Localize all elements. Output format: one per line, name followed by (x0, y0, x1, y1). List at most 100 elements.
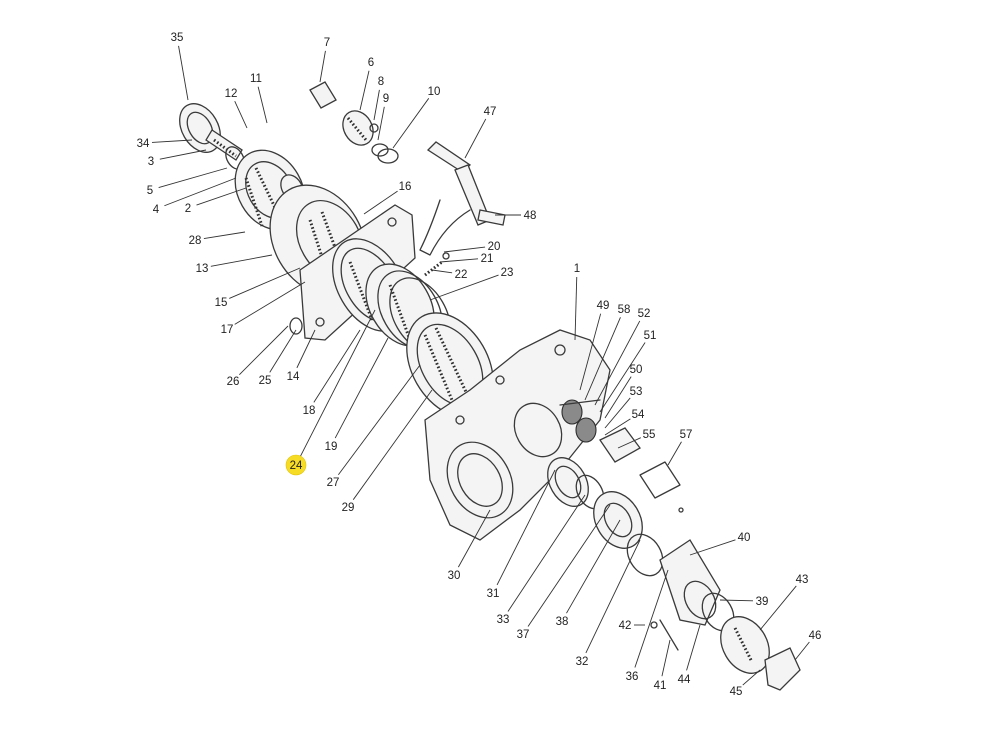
part-number-label[interactable]: 18 (303, 405, 316, 417)
callout-43: 43 (759, 574, 809, 631)
callout-17: 17 (221, 281, 306, 336)
leader-line (203, 231, 246, 240)
part-number-label[interactable]: 1 (574, 263, 580, 275)
callout-31: 31 (487, 469, 556, 600)
part-number-label[interactable]: 9 (383, 93, 389, 105)
part-number-label[interactable]: 33 (497, 614, 510, 626)
part-number-label[interactable]: 34 (137, 138, 150, 150)
part-number-label[interactable]: 36 (626, 671, 639, 683)
callout-51: 51 (599, 330, 657, 413)
part-number-label[interactable]: 21 (481, 253, 494, 265)
part-number-label[interactable]: 6 (368, 57, 374, 69)
part-number-label[interactable]: 57 (680, 429, 693, 441)
part-number-label[interactable]: 12 (225, 88, 238, 100)
leader-line (431, 269, 453, 274)
part-number-label[interactable]: 44 (678, 674, 691, 686)
part-number-label[interactable]: 40 (738, 532, 751, 544)
part-number-label[interactable]: 42 (619, 620, 632, 632)
callout-9: 9 (377, 93, 389, 141)
part-number-label[interactable]: 11 (250, 73, 262, 85)
leader-line (392, 98, 430, 149)
part-number-label[interactable]: 13 (196, 263, 209, 275)
part-number-label[interactable]: 14 (287, 371, 300, 383)
small-gear (342, 110, 374, 146)
part-number-label[interactable]: 47 (484, 106, 497, 118)
part-number-label[interactable]: 30 (448, 570, 461, 582)
part-number-label[interactable]: 51 (644, 330, 657, 342)
leader-line (429, 274, 499, 301)
part-number-label[interactable]: 55 (643, 429, 656, 441)
callout-6: 6 (359, 57, 374, 111)
part-number-label[interactable]: 41 (654, 680, 667, 692)
part-number-label[interactable]: 4 (153, 204, 160, 216)
leader-line (313, 329, 361, 403)
part-number-label[interactable]: 24 (290, 460, 303, 472)
part-number-label[interactable]: 28 (189, 235, 202, 247)
callout-40: 40 (689, 532, 751, 556)
part-number-label[interactable]: 37 (517, 629, 530, 641)
leader-line (373, 89, 380, 121)
part-number-label[interactable]: 19 (325, 441, 338, 453)
part-number-label[interactable]: 53 (630, 386, 643, 398)
part-number-label[interactable]: 3 (148, 156, 154, 168)
part-number-label[interactable]: 54 (632, 409, 645, 421)
leader-line (269, 329, 297, 373)
leader-line (599, 342, 646, 413)
output-housing (659, 539, 721, 626)
leader-line (617, 437, 641, 449)
part-number-label[interactable]: 23 (501, 267, 514, 279)
leader-line (661, 639, 671, 677)
callout-28: 28 (189, 231, 246, 247)
part-number-label[interactable]: 20 (488, 241, 501, 253)
leader-line (689, 539, 736, 556)
spring (424, 260, 443, 277)
part-number-label[interactable]: 7 (324, 37, 330, 49)
callout-22: 22 (431, 269, 468, 281)
leader-line (158, 167, 228, 188)
o-ring (626, 533, 664, 577)
callout-24: 24 (285, 309, 376, 476)
leader-line (159, 149, 207, 160)
callout-20: 20 (443, 241, 501, 253)
part-number-label[interactable]: 50 (630, 364, 643, 376)
part-number-label[interactable]: 17 (221, 324, 234, 336)
part-number-label[interactable]: 29 (342, 502, 355, 514)
leader-line (507, 494, 586, 612)
callout-2: 2 (185, 187, 247, 215)
callout-35: 35 (171, 32, 189, 101)
part-number-label[interactable]: 35 (171, 32, 184, 44)
bolt (659, 619, 679, 651)
part-number-label[interactable]: 16 (399, 181, 412, 193)
part-number-label[interactable]: 39 (756, 596, 769, 608)
part-number-label[interactable]: 5 (147, 185, 153, 197)
part-number-label[interactable]: 26 (227, 376, 240, 388)
part-number-label[interactable]: 10 (428, 86, 441, 98)
part-number-label[interactable]: 15 (215, 297, 228, 309)
part-number-label[interactable]: 49 (597, 300, 610, 312)
leader-line (604, 376, 632, 419)
part-number-label[interactable]: 58 (618, 304, 631, 316)
part-number-label[interactable]: 38 (556, 616, 569, 628)
part-number-label[interactable]: 46 (809, 630, 822, 642)
part-number-label[interactable]: 2 (185, 203, 191, 215)
part-number-label[interactable]: 48 (524, 210, 537, 222)
leader-line (296, 329, 316, 369)
part-number-label[interactable]: 52 (638, 308, 651, 320)
part-number-label[interactable]: 45 (730, 686, 743, 698)
part-number-label[interactable]: 43 (796, 574, 809, 586)
leader-line (178, 45, 189, 101)
leader-line (464, 118, 487, 159)
leader-line (443, 246, 486, 253)
part-number-label[interactable]: 22 (455, 269, 468, 281)
callout-26: 26 (227, 325, 289, 388)
part-number-label[interactable]: 27 (327, 477, 340, 489)
pin (309, 81, 337, 109)
part-number-label[interactable]: 31 (487, 588, 500, 600)
part-number-label[interactable]: 32 (576, 656, 589, 668)
part-number-label[interactable]: 8 (378, 76, 384, 88)
callout-37: 37 (517, 504, 611, 641)
part-number-label[interactable]: 25 (259, 375, 272, 387)
callout-27: 27 (327, 364, 421, 489)
callout-48: 48 (495, 210, 536, 222)
